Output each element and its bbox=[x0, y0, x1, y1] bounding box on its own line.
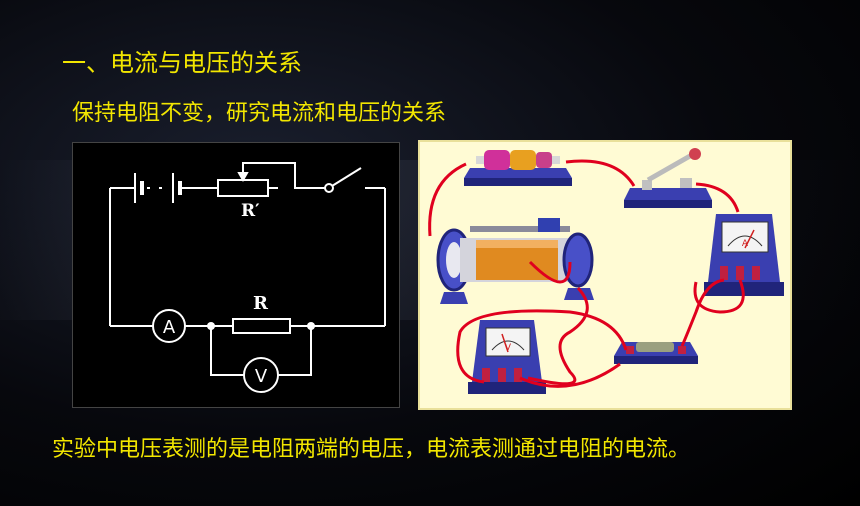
junction-right bbox=[307, 322, 315, 330]
wire-ammeter-resistor bbox=[680, 278, 725, 347]
rheostat-device bbox=[436, 218, 594, 304]
resistor-board bbox=[614, 342, 698, 364]
wire-ammeter-loop bbox=[693, 279, 745, 314]
circuit-diagram-panel: R′ R A V bbox=[72, 142, 400, 408]
voltmeter-symbol bbox=[243, 357, 279, 393]
switch-pivot bbox=[324, 183, 334, 193]
voltmeter-dial-label: V bbox=[505, 343, 512, 353]
conclusion-text: 实验中电压表测的是电阻两端的电压，电流表测通过电阻的电流。 bbox=[52, 437, 691, 462]
wire-voltmeter-resistor bbox=[456, 309, 628, 384]
ammeter-symbol bbox=[152, 309, 186, 343]
resistor-body bbox=[232, 318, 291, 334]
circuit-diagram: R′ R A V bbox=[109, 162, 386, 393]
red-wires bbox=[428, 159, 745, 388]
wire-battery-switch bbox=[565, 159, 636, 187]
wire-rheostat-voltmeter bbox=[527, 286, 589, 386]
rheostat-body bbox=[217, 179, 269, 197]
switch-blade bbox=[331, 167, 362, 187]
rheostat-slider-wire bbox=[242, 162, 325, 189]
apparatus-photo-panel: A V bbox=[418, 140, 792, 410]
wire-rheostat-slider bbox=[528, 260, 572, 284]
wire-battery-rheostat bbox=[428, 162, 467, 237]
ammeter-dial-label: A bbox=[742, 239, 749, 249]
section-heading: 一、电流与电压的关系 bbox=[62, 49, 302, 77]
junction-left bbox=[207, 322, 215, 330]
battery-holder bbox=[464, 150, 572, 186]
ammeter-label: A bbox=[163, 317, 176, 338]
voltmeter-device: V bbox=[468, 320, 546, 394]
subheading: 保持电阻不变，研究电流和电压的关系 bbox=[72, 101, 447, 126]
rheostat-label: R′ bbox=[241, 201, 260, 221]
wire-switch-ammeter bbox=[695, 182, 740, 213]
rheostat-slider-arrow bbox=[237, 172, 249, 183]
wire-voltmeter-left bbox=[210, 326, 244, 376]
wire-voltmeter-right bbox=[278, 326, 312, 376]
resistor-label: R bbox=[253, 293, 269, 314]
switch-device bbox=[624, 148, 712, 208]
apparatus-photo: A V bbox=[428, 148, 784, 394]
wire-voltmeter-resistor-2 bbox=[519, 362, 621, 388]
voltmeter-label: V bbox=[255, 366, 268, 387]
